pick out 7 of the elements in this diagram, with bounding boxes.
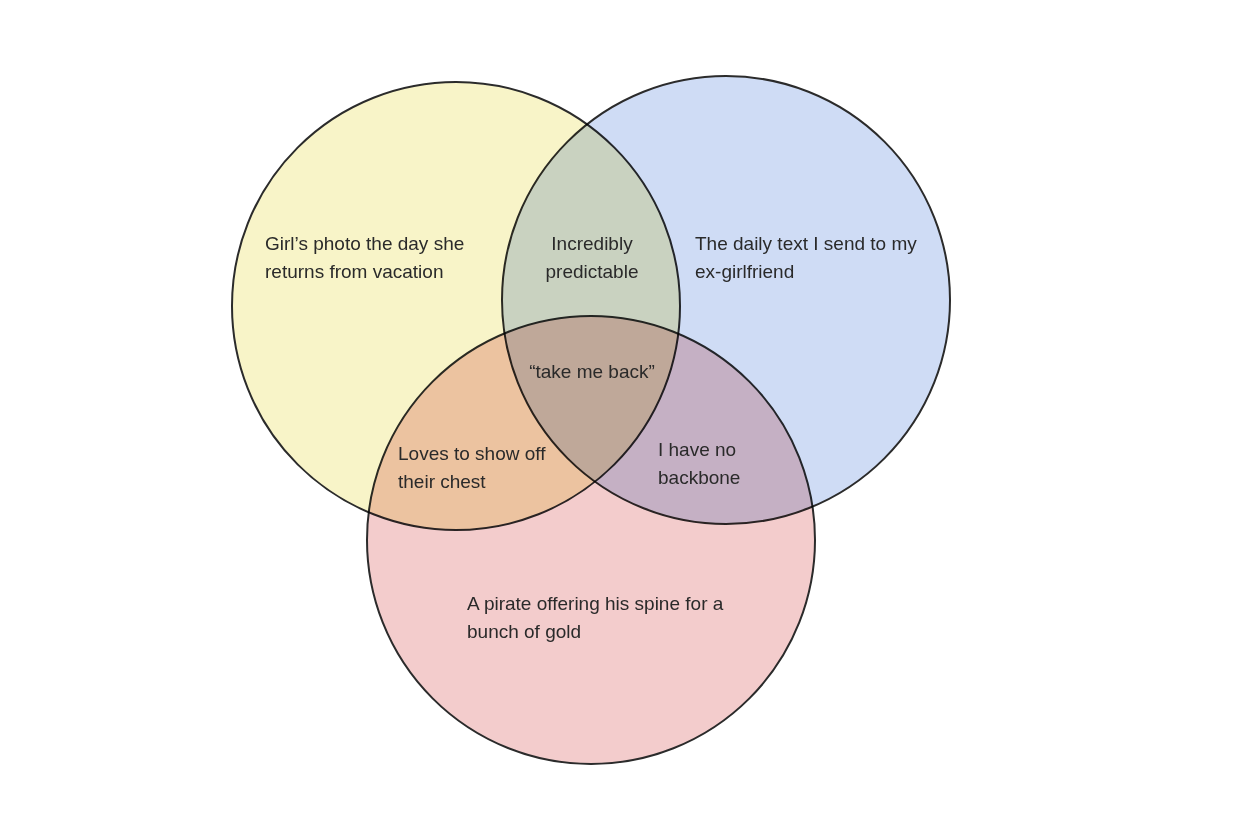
- overlap-label: I have no backbone: [658, 438, 742, 490]
- circle-text: Girl’s photo the day she returns from vacation: [265, 232, 466, 284]
- circle-text: A pirate offering his spine for a bunch of gold: [467, 592, 725, 644]
- overlap-label: Loves to show off their chest: [398, 442, 547, 494]
- circle-text: The daily text I send to my ex-girlfriend: [695, 232, 918, 284]
- overlap-label: Incredibly predictable: [544, 232, 640, 284]
- overlap-label: “take me back”: [528, 360, 656, 384]
